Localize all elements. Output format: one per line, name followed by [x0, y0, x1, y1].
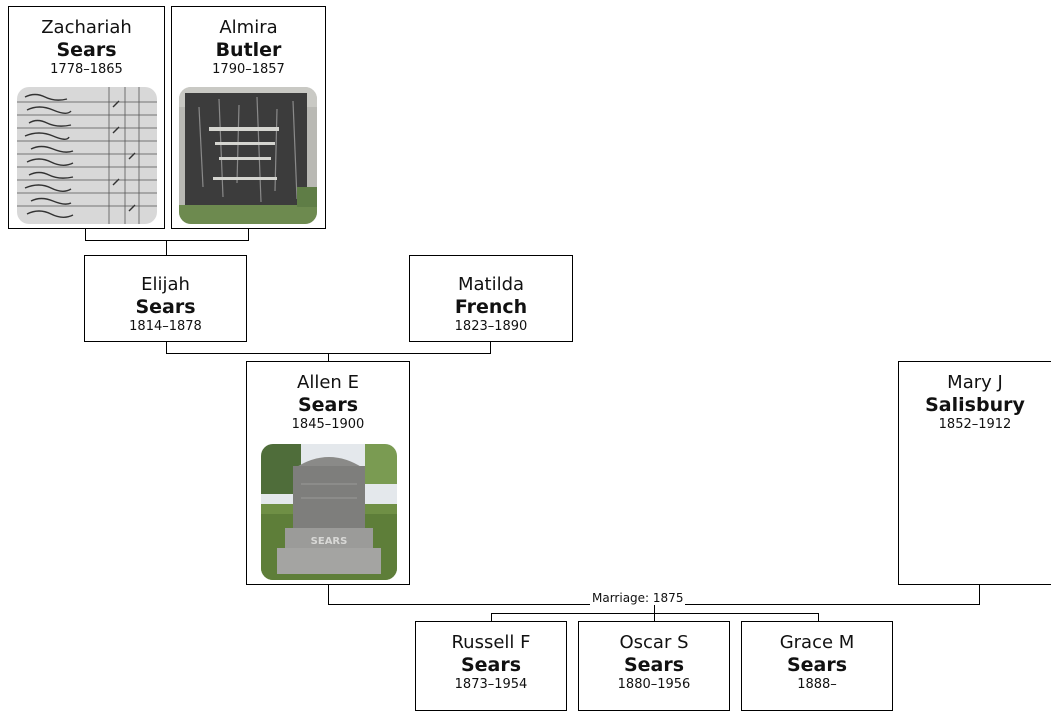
surname: Sears: [297, 394, 359, 416]
connector-line: [328, 584, 329, 605]
surname: Sears: [786, 654, 848, 676]
life-years: 1880–1956: [617, 677, 691, 692]
person-card-zachariah[interactable]: Zachariah Sears 1778–1865: [8, 6, 165, 229]
connector-line: [85, 240, 249, 241]
person-card-elijah[interactable]: Elijah Sears 1814–1878: [84, 255, 247, 342]
marriage-label: Marriage: 1875: [590, 591, 686, 605]
connector-line: [166, 240, 167, 256]
life-years: 1873–1954: [454, 677, 528, 692]
connector-line: [85, 228, 86, 240]
given-name: Allen E: [297, 372, 359, 393]
life-years: 1852–1912: [938, 417, 1012, 432]
gravestone-photo[interactable]: SEARS: [261, 444, 397, 580]
person-card-oscar[interactable]: Oscar S Sears 1880–1956: [578, 621, 730, 711]
surname: Sears: [135, 296, 196, 318]
given-name: Oscar S: [619, 632, 689, 653]
connector-line: [328, 353, 329, 362]
svg-text:SEARS: SEARS: [311, 536, 348, 547]
given-name: Almira: [219, 17, 278, 38]
connector-line: [818, 613, 819, 622]
person-card-mary[interactable]: Mary J Salisbury 1852–1912: [898, 361, 1051, 585]
connector-line: [490, 341, 491, 354]
connector-line: [248, 228, 249, 240]
given-name: Grace M: [779, 632, 855, 653]
given-name: Mary J: [947, 372, 1003, 393]
connector-line: [166, 341, 167, 354]
given-name: Zachariah: [41, 17, 132, 38]
surname: Sears: [460, 654, 522, 676]
connector-line: [979, 584, 980, 605]
life-years: 1845–1900: [291, 417, 365, 432]
life-years: 1778–1865: [50, 62, 123, 77]
surname: Sears: [623, 654, 685, 676]
surname: Salisbury: [925, 394, 1025, 416]
surname: French: [454, 296, 528, 318]
connector-line: [654, 604, 655, 614]
person-card-matilda[interactable]: Matilda French 1823–1890: [409, 255, 573, 342]
person-card-grace[interactable]: Grace M Sears 1888–: [741, 621, 893, 711]
life-years: 1888–: [797, 677, 837, 692]
person-card-almira[interactable]: Almira Butler 1790–1857: [171, 6, 326, 229]
gravestone-photo[interactable]: [179, 87, 317, 224]
surname: Sears: [56, 39, 117, 61]
person-card-allen[interactable]: Allen E Sears 1845–1900 SEARS: [246, 361, 410, 585]
given-name: Elijah: [141, 274, 190, 295]
connector-line: [491, 613, 492, 622]
given-name: Matilda: [457, 274, 525, 295]
life-years: 1814–1878: [129, 319, 202, 334]
connector-line: [654, 613, 655, 622]
life-years: 1790–1857: [212, 62, 285, 77]
life-years: 1823–1890: [454, 319, 528, 334]
census-record-photo[interactable]: [17, 87, 157, 224]
surname: Butler: [215, 39, 282, 61]
person-card-russell[interactable]: Russell F Sears 1873–1954: [415, 621, 567, 711]
given-name: Russell F: [451, 632, 531, 653]
